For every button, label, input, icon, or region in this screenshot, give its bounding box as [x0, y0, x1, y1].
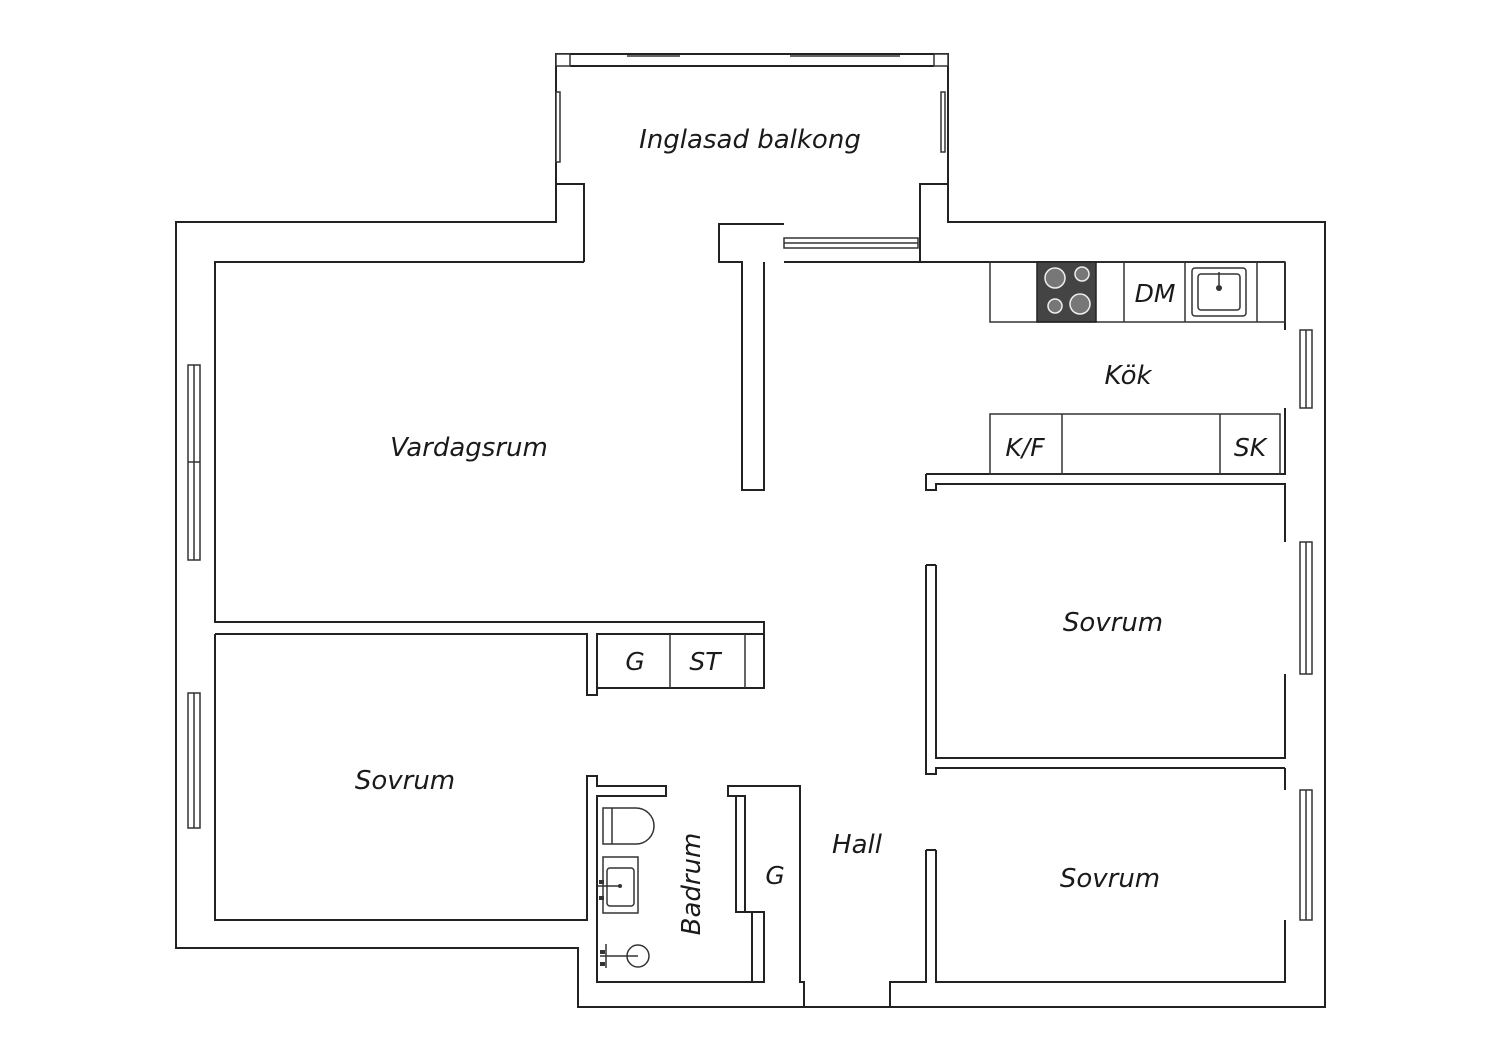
- room-label-bathroom: Badrum: [677, 833, 707, 936]
- balcony-windows: [555, 53, 949, 163]
- fixture-label-fridge-freezer: K/F: [1005, 433, 1045, 462]
- washbasin-icon: [598, 856, 639, 914]
- room-label-bedroom-east-top: Sovrum: [1063, 608, 1163, 638]
- room-label-kitchen: Kök: [1104, 361, 1152, 391]
- room-label-balcony: Inglasad balkong: [639, 125, 861, 155]
- room-label-hall: Hall: [832, 830, 883, 860]
- east-windows: [1299, 329, 1313, 921]
- fixture-label-wardrobe-st: ST: [689, 647, 722, 676]
- toilet-icon: [602, 807, 655, 845]
- kitchen-balcony-window: [783, 237, 920, 263]
- fixture-label-sk: SK: [1234, 433, 1269, 462]
- room-label-bedroom-east-bottom: Sovrum: [1060, 864, 1160, 894]
- closet-g-st: [669, 634, 746, 688]
- sink-icon: [1191, 267, 1247, 317]
- fixture-label-hall-wardrobe-g: G: [765, 861, 784, 890]
- kitchen-counter-bottom: [989, 413, 1281, 475]
- kitchen-counter-top: [989, 261, 1286, 323]
- fixture-label-wardrobe-g: G: [625, 647, 644, 676]
- room-label-bedroom-west: Sovrum: [355, 766, 455, 796]
- room-label-living: Vardagsrum: [390, 433, 548, 463]
- west-windows: [187, 364, 201, 829]
- shower-icon: [600, 944, 650, 968]
- fixture-label-dishwasher: DM: [1135, 279, 1176, 308]
- stove-icon: [1036, 261, 1097, 323]
- interior-walls: [214, 408, 1286, 1007]
